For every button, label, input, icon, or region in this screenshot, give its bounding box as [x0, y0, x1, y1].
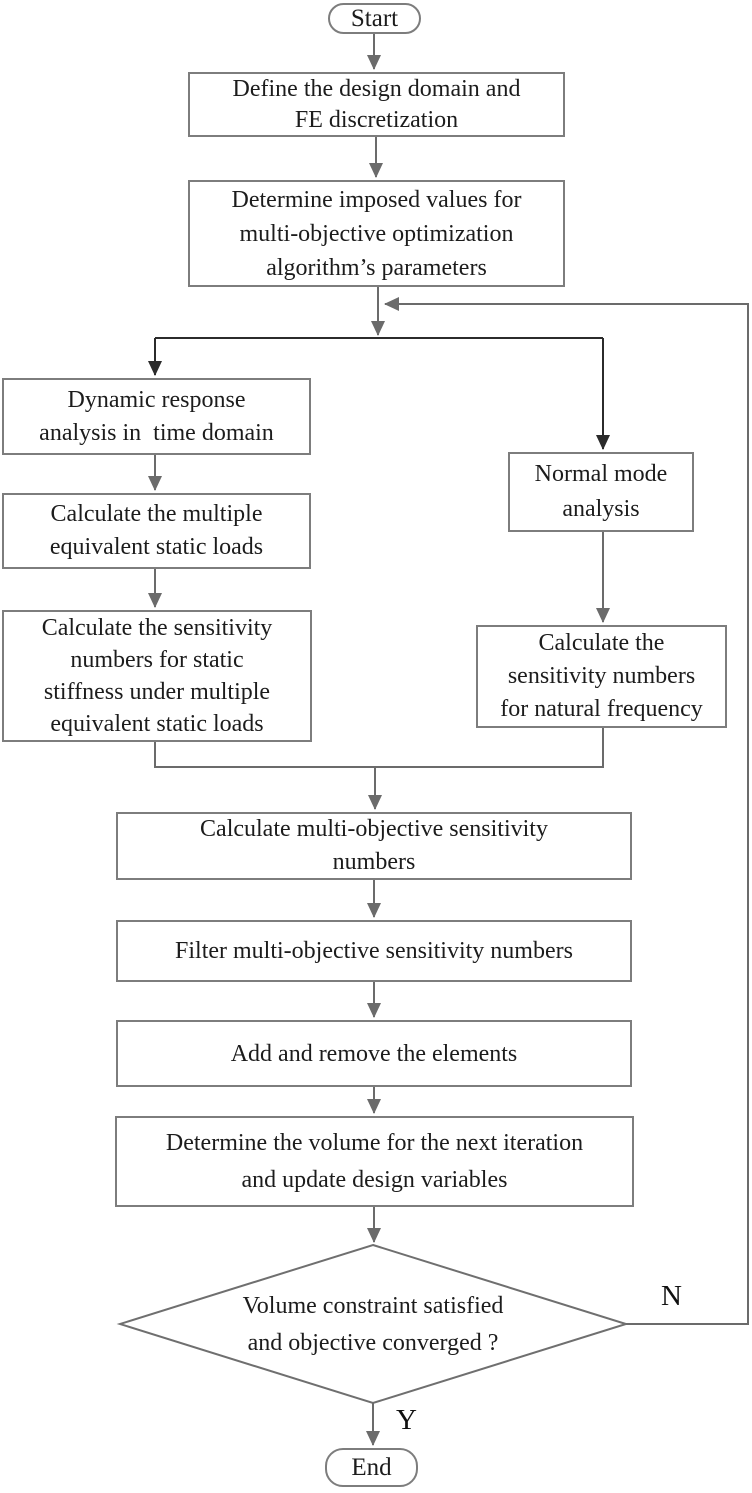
- node-end: End: [325, 1448, 418, 1487]
- node-dynamic-response: Dynamic response analysis in time domain: [2, 378, 311, 455]
- node-equivalent-loads: Calculate the multiple equivalent static…: [2, 493, 311, 569]
- node-filter-numbers: Filter multi-objective sensitivity numbe…: [116, 920, 632, 982]
- node-volume-update: Determine the volume for the next iterat…: [115, 1116, 634, 1207]
- node-define-domain: Define the design domain and FE discreti…: [188, 72, 565, 137]
- node-decision-label: Volume constraint satisfied and objectiv…: [242, 1293, 504, 1356]
- edge-label-no: N: [661, 1280, 682, 1312]
- node-normal-mode: Normal mode analysis: [508, 452, 694, 532]
- node-imposed-values: Determine imposed values for multi-objec…: [188, 180, 565, 287]
- node-multi-objective: Calculate multi-objective sensitivity nu…: [116, 812, 632, 880]
- edge-decision-feedback: [384, 297, 749, 1325]
- edge-merge-left: [154, 728, 604, 768]
- node-add-remove: Add and remove the elements: [116, 1020, 632, 1087]
- node-sensitivity-frequency: Calculate the sensitivity numbers for na…: [476, 625, 727, 728]
- node-start: Start: [328, 3, 421, 34]
- edge-label-yes: Y: [396, 1404, 417, 1436]
- node-sensitivity-static: Calculate the sensitivity numbers for st…: [2, 610, 312, 742]
